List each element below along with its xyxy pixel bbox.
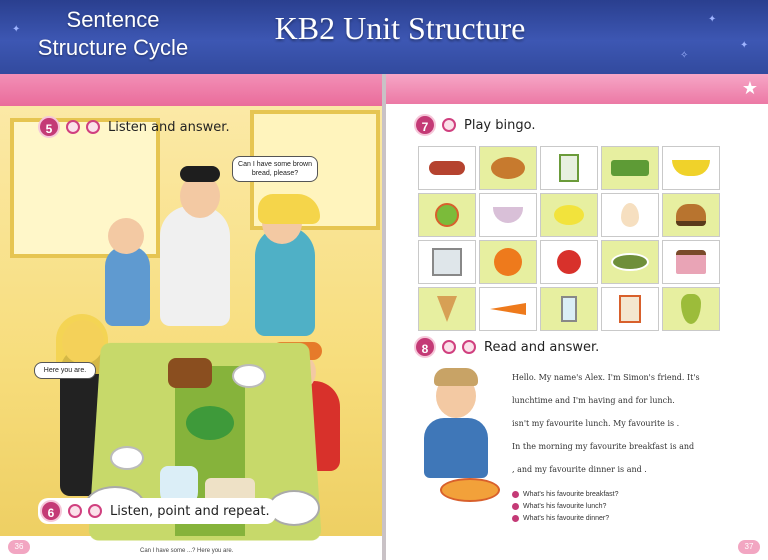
sausage-icon	[418, 146, 476, 190]
ice-cream-icon	[418, 287, 476, 331]
activity-5-label: Listen and answer.	[108, 119, 230, 135]
brown-bread-icon	[168, 358, 212, 388]
plate-icon	[110, 446, 144, 470]
question-list: What's his favourite breakfast? What's h…	[512, 488, 619, 524]
family-dinner-illustration: Can I have some brown bread, please? Her…	[0, 106, 382, 541]
alex-illustration	[414, 368, 504, 524]
activity-6-label: Listen, point and repeat.	[110, 503, 270, 519]
lemon-icon	[540, 193, 598, 237]
reading-line: In the morning my favourite breakfast is…	[512, 442, 695, 451]
lunch-plate-icon	[440, 478, 500, 502]
apple-icon	[418, 193, 476, 237]
salad-tray-icon	[601, 146, 659, 190]
roast-chicken-icon	[479, 146, 537, 190]
rice-bowl-icon	[479, 193, 537, 237]
star-icon: ✦	[12, 24, 21, 35]
activity-7-heading: 7 Play bingo.	[414, 114, 535, 136]
salad-bowl-icon	[186, 406, 234, 440]
page-title: KB2 Unit Structure	[274, 10, 526, 46]
speech-bubble-dad: Can I have some brown bread, please?	[232, 156, 318, 182]
bowl-icon	[268, 490, 320, 526]
reading-line: lunchtime and I'm having and for lunch.	[512, 396, 675, 405]
book-gutter	[382, 74, 386, 560]
activity-8-heading: 8 Read and answer.	[414, 336, 599, 358]
girl-blonde-figure	[255, 226, 315, 336]
bullet-icon	[512, 514, 519, 522]
bullet-icon	[512, 490, 519, 498]
reading-line: isn't my favourite lunch. My favourite i…	[512, 419, 680, 428]
plate-icon	[232, 364, 266, 388]
dad-hair	[180, 166, 220, 182]
tomato-icon	[540, 240, 598, 284]
alex-shirt	[424, 418, 488, 478]
girl-brown-head	[108, 218, 144, 254]
header-banner: ✦ ✦ ✦ ✧ Sentence Structure Cycle KB2 Uni…	[0, 0, 768, 74]
bananas-icon	[662, 146, 720, 190]
banner-subtitle-line2: Structure Cycle	[37, 35, 189, 60]
juice-box-icon	[601, 287, 659, 331]
activity-7-label: Play bingo.	[464, 117, 536, 133]
activity-number-badge: 7	[414, 114, 436, 136]
tap-water-icon	[540, 287, 598, 331]
banner-subtitle: Sentence Structure Cycle	[18, 6, 208, 62]
activity-number-badge: 5	[38, 116, 60, 138]
pink-band	[386, 74, 768, 104]
question-item: What's his favourite breakfast?	[512, 488, 619, 500]
milk-carton-icon	[540, 146, 598, 190]
question-item: What's his favourite lunch?	[512, 500, 619, 512]
cake-icon	[662, 240, 720, 284]
girl-blonde-hair	[258, 194, 320, 224]
reading-text: Hello. My name's Alex. I'm Simon's frien…	[512, 366, 762, 481]
dad-figure	[160, 206, 230, 326]
speech-bubble-girl: Here you are.	[34, 362, 96, 379]
page-number: 36	[8, 540, 30, 554]
activity-number-badge: 6	[40, 500, 62, 522]
activity-8-label: Read and answer.	[484, 339, 600, 355]
egg-icon	[601, 193, 659, 237]
carrot-icon	[479, 287, 537, 331]
star-icon: ✧	[680, 50, 689, 61]
fish-plate-icon	[601, 240, 659, 284]
activity-number-badge: 8	[414, 336, 436, 358]
question-text: What's his favourite lunch?	[523, 502, 607, 510]
right-page: ★ 7 Play bingo. 8 Read and answer.	[386, 74, 768, 560]
speak-icon	[88, 504, 102, 518]
star-icon: ✦	[740, 40, 749, 51]
bingo-grid	[418, 146, 720, 331]
star-icon: ✦	[708, 14, 717, 25]
orange-icon	[479, 240, 537, 284]
listen-icon	[68, 504, 82, 518]
page-number: 37	[738, 540, 760, 554]
question-item: What's his favourite dinner?	[512, 512, 619, 524]
activity-5-heading: 5 Listen and answer.	[38, 116, 230, 138]
question-text: What's his favourite dinner?	[523, 514, 610, 522]
read-icon	[442, 340, 456, 354]
listen-icon	[66, 120, 80, 134]
activity-6-heading: 6 Listen, point and repeat.	[38, 498, 276, 524]
banner-subtitle-line1: Sentence	[66, 7, 160, 32]
bullet-icon	[512, 502, 519, 510]
reading-line: Hello. My name's Alex. I'm Simon's frien…	[512, 373, 700, 382]
left-page: Can I have some brown bread, please? Her…	[0, 74, 382, 560]
juice-bottles-icon	[418, 240, 476, 284]
speak-icon	[442, 118, 456, 132]
speak-icon	[462, 340, 476, 354]
burger-icon	[662, 193, 720, 237]
pear-icon	[662, 287, 720, 331]
girl-brown-figure	[105, 246, 150, 326]
star-icon: ★	[741, 78, 758, 98]
reading-line: , and my favourite dinner is and .	[512, 465, 647, 474]
pink-band	[0, 74, 382, 106]
alex-hair	[434, 368, 478, 386]
speak-icon	[86, 120, 100, 134]
footer-caption: Can I have some ...? Here you are.	[140, 548, 234, 554]
question-text: What's his favourite breakfast?	[523, 490, 619, 498]
